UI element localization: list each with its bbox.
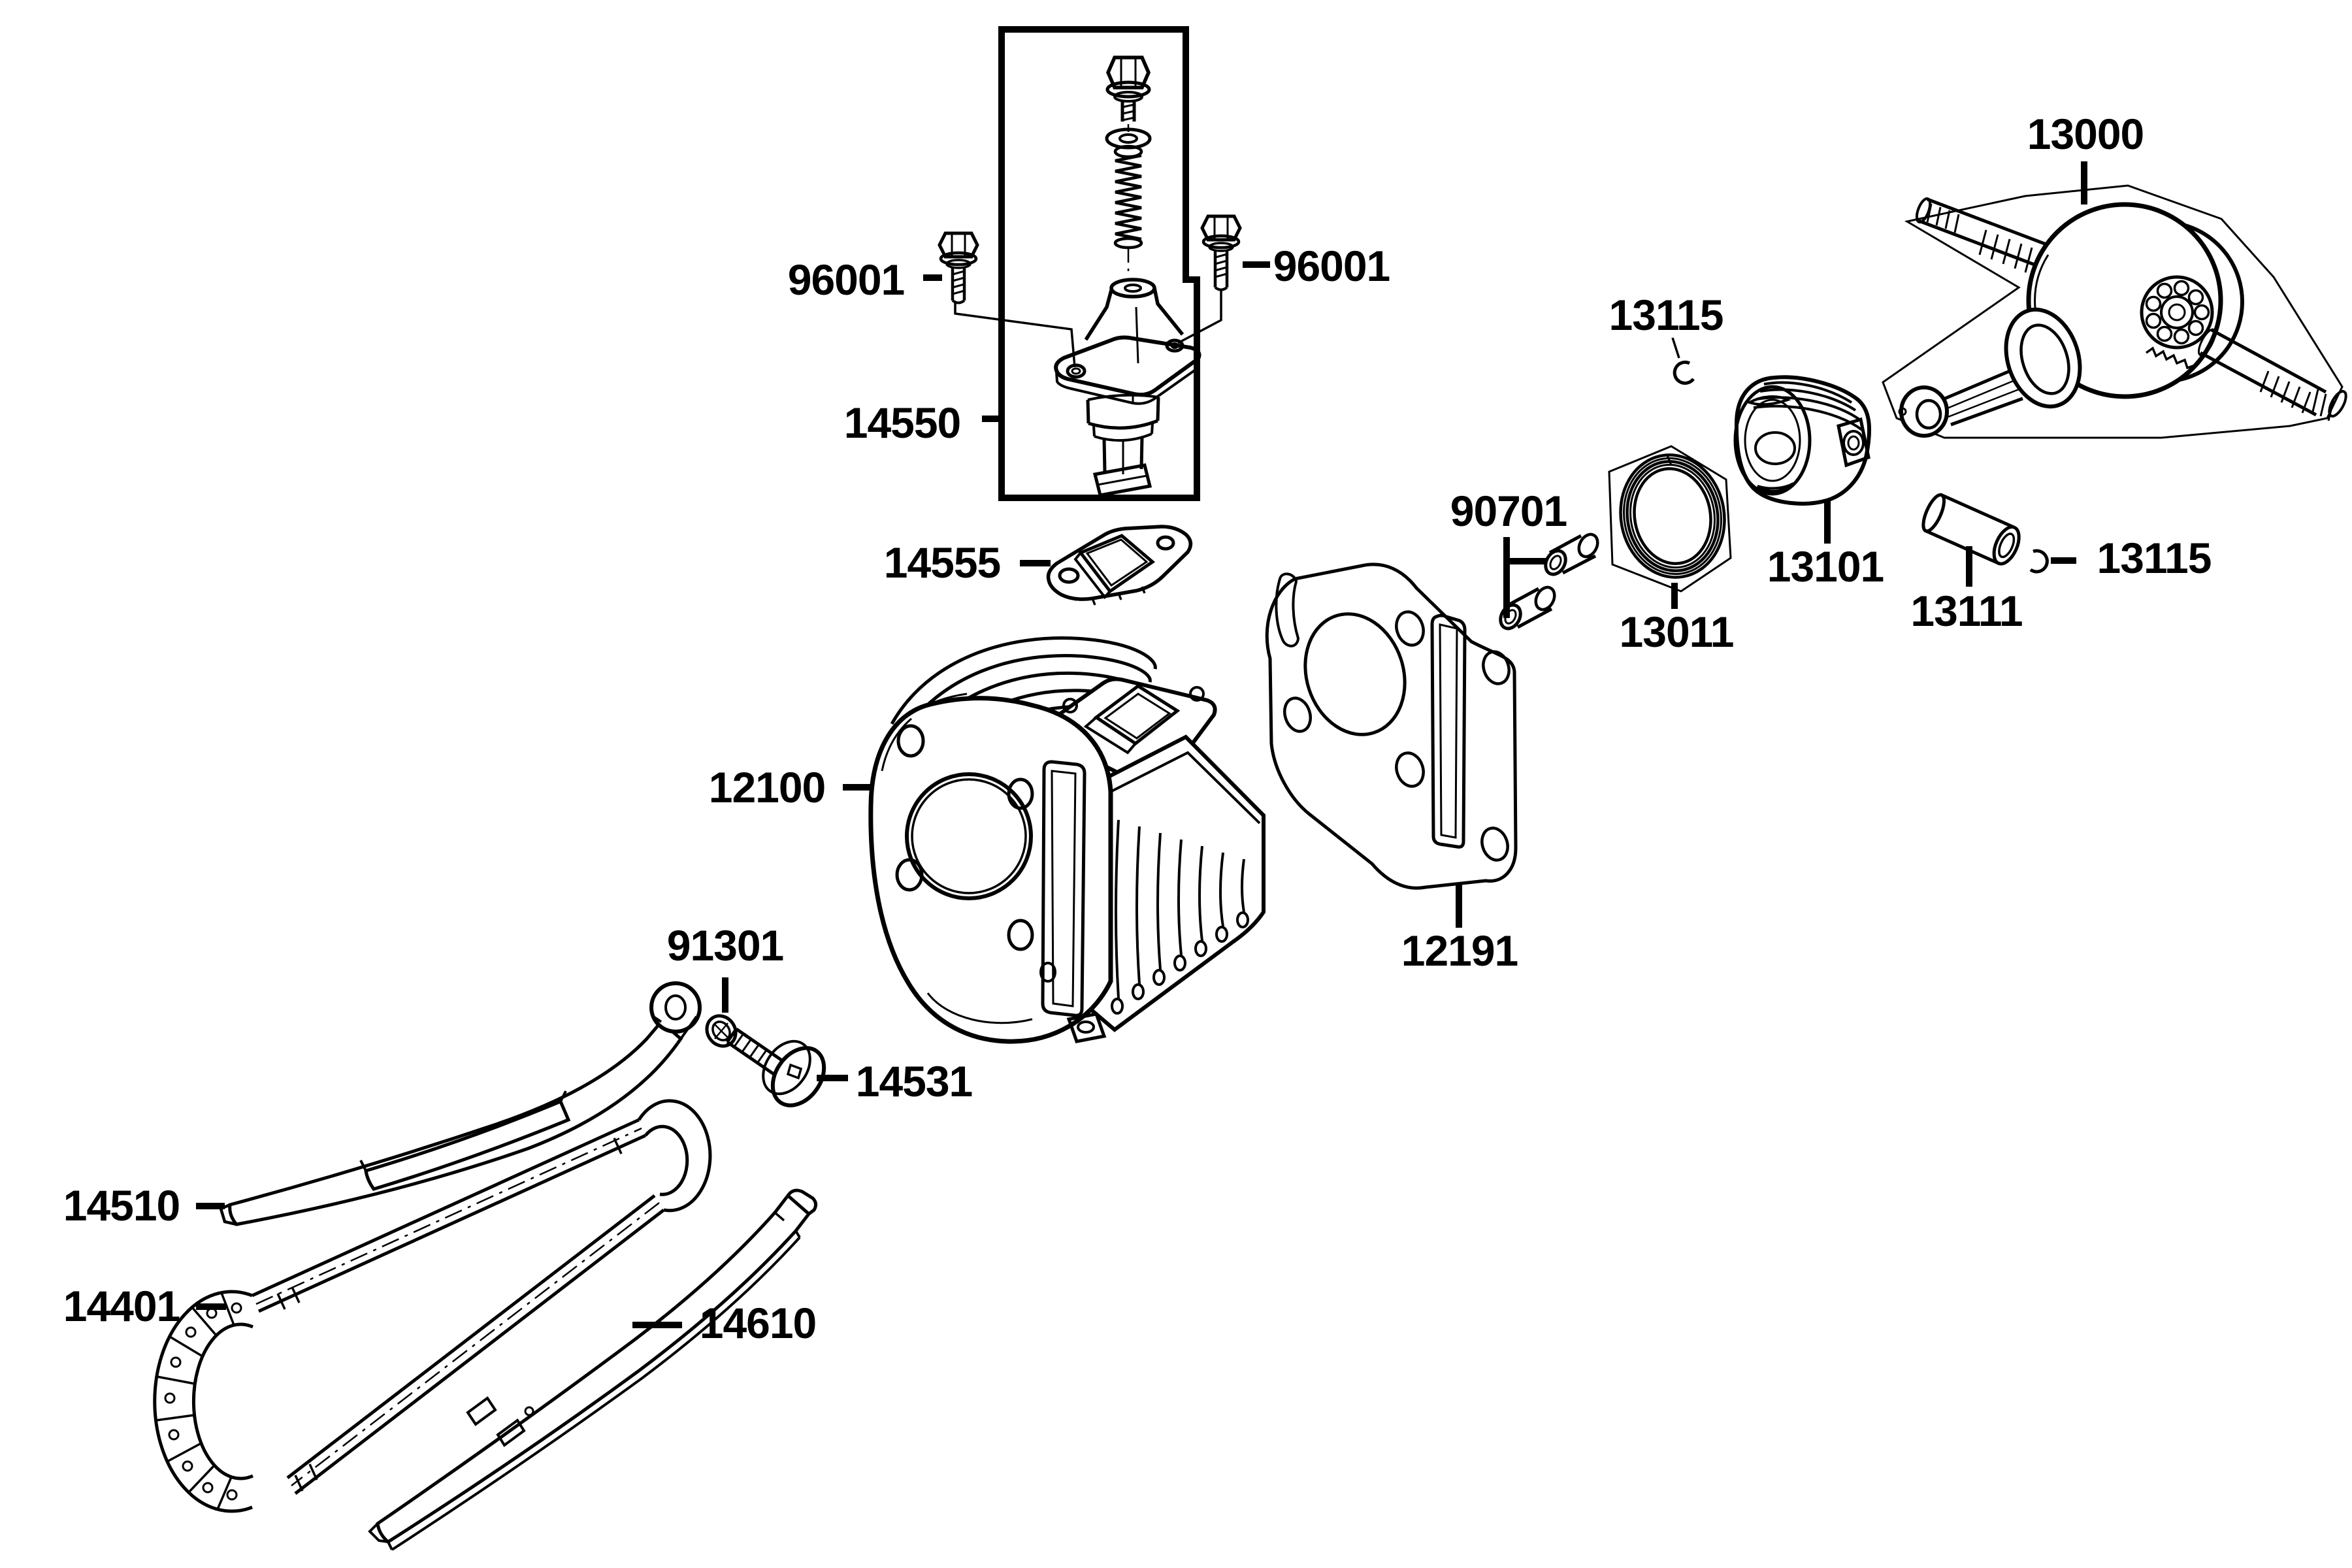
cylinder-gasket-drawing	[1265, 563, 1518, 890]
part-label-14550: 14550	[844, 399, 961, 447]
dowel-pin-lower-drawing	[1499, 585, 1556, 630]
tensioner-guide-drawing	[368, 1188, 818, 1551]
flange-bolt-left-drawing	[938, 231, 979, 304]
chain-guide-drawing	[219, 981, 702, 1226]
part-label-13115-right: 13115	[2097, 534, 2212, 582]
part-label-13101: 13101	[1767, 542, 1884, 591]
part-label-91301: 91301	[667, 921, 784, 970]
cylinder-drawing	[868, 636, 1266, 1044]
leader-90701	[1503, 537, 1546, 618]
crankshaft-drawing	[1882, 184, 2347, 439]
part-label-13011: 13011	[1620, 608, 1734, 656]
guide-pivot-bolt-drawing	[725, 1027, 826, 1107]
cam-chain-drawing	[153, 1099, 712, 1513]
piston-drawing	[1733, 375, 1872, 506]
part-label-96001-right: 96001	[1273, 242, 1390, 290]
piston-pin-clip-right-drawing	[2029, 549, 2049, 574]
piston-ring-set-drawing	[1608, 445, 1732, 593]
part-label-14531: 14531	[856, 1057, 973, 1105]
part-label-14510: 14510	[63, 1181, 180, 1230]
part-label-13115-top: 13115	[1609, 291, 1723, 339]
part-label-14555: 14555	[884, 538, 1001, 587]
piston-pin-clip-top-drawing	[1673, 360, 1695, 385]
dowel-pin-upper-drawing	[1544, 532, 1599, 576]
part-label-14610: 14610	[700, 1299, 817, 1347]
guide-bolt-washer-drawing	[705, 1014, 738, 1048]
part-label-12100: 12100	[709, 763, 826, 811]
leader-13115-top	[1671, 337, 1680, 359]
tensioner-detail-box	[998, 26, 1200, 501]
part-label-14401: 14401	[63, 1282, 180, 1330]
part-label-96001-left: 96001	[788, 255, 905, 304]
part-label-13111: 13111	[1910, 587, 2022, 635]
tensioner-gasket-drawing	[1046, 525, 1193, 606]
part-label-13000: 13000	[2027, 110, 2144, 158]
leader-96001-right	[1177, 289, 1222, 344]
part-label-90701: 90701	[1450, 487, 1567, 535]
part-label-12191: 12191	[1401, 926, 1518, 975]
leader-96001-left	[954, 301, 1076, 368]
piston-pin-drawing	[1921, 493, 2021, 566]
tensioner-assembly-drawing	[1054, 56, 1201, 497]
